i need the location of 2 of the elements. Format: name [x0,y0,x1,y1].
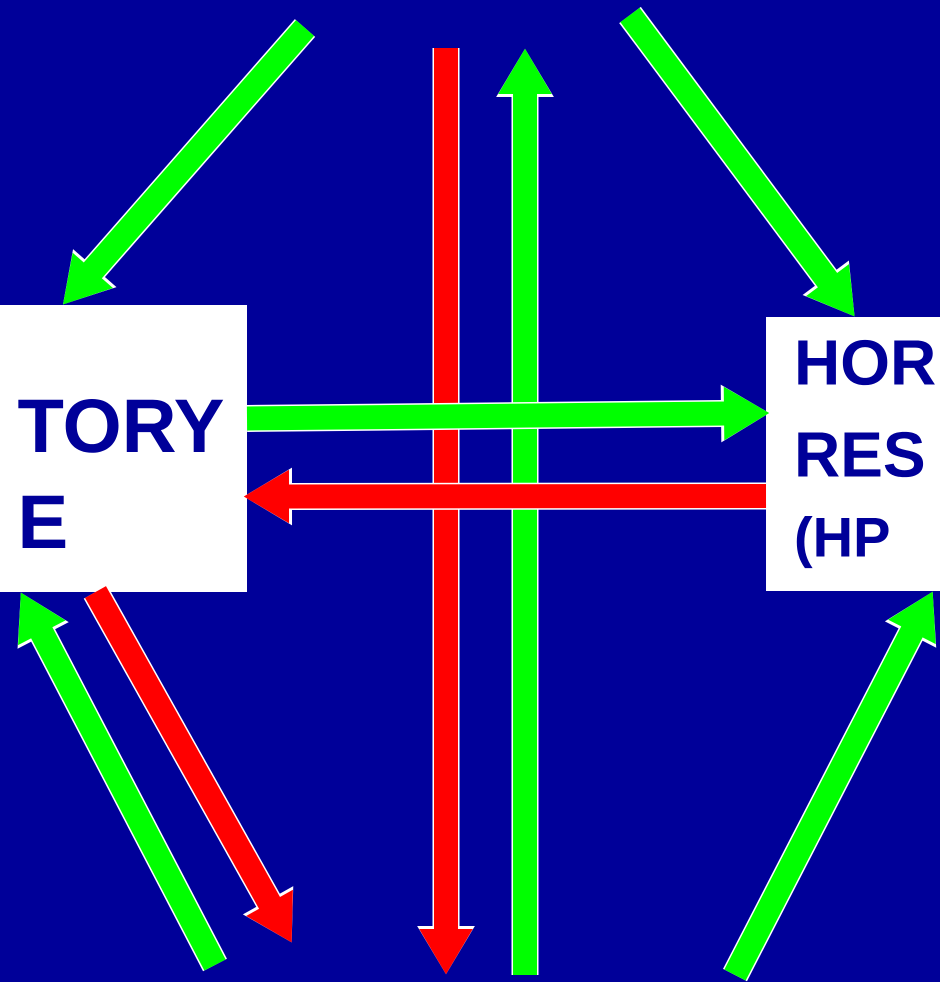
process-box: HOR RES (HP [766,317,940,591]
process-box: TORY E [0,305,247,592]
